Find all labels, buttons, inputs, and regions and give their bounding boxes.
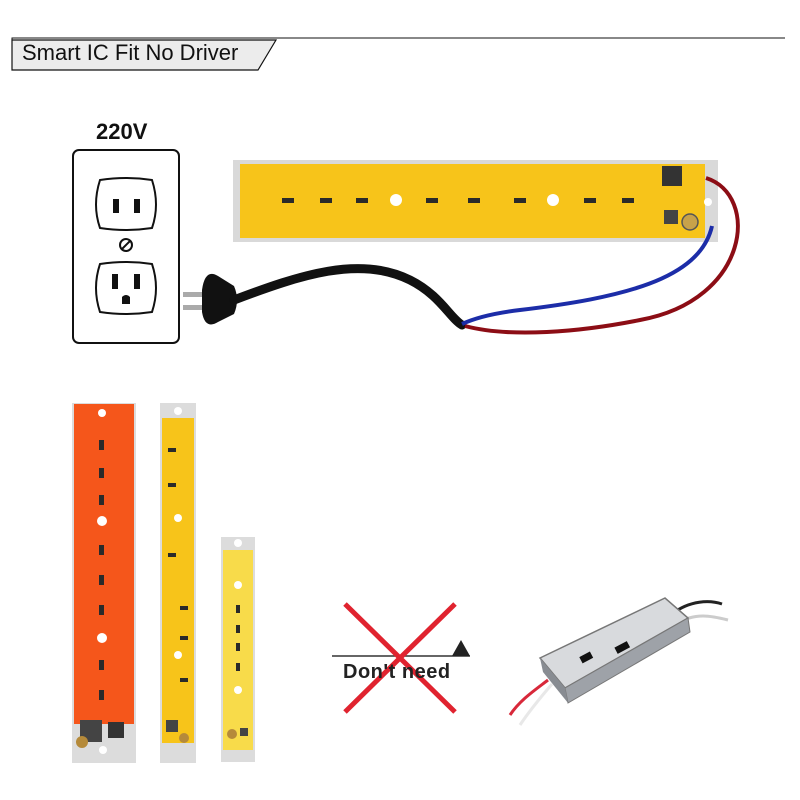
voltage-label: 220V [96, 119, 148, 144]
dont-need-caption: Don't need [343, 661, 451, 683]
wall-outlet-icon [72, 149, 180, 344]
plug-icon [183, 264, 467, 330]
led-strip-icon [72, 403, 136, 763]
blue-wire [461, 225, 714, 326]
led-strip-icon [160, 403, 196, 763]
led-strip-icon [221, 537, 255, 762]
page-title: Smart IC Fit No Driver [22, 40, 239, 65]
driver-box-icon [508, 597, 729, 726]
led-strip-icon [233, 160, 718, 242]
title-tab [11, 37, 785, 71]
red-wire [464, 176, 740, 335]
cross-icon [332, 602, 470, 714]
